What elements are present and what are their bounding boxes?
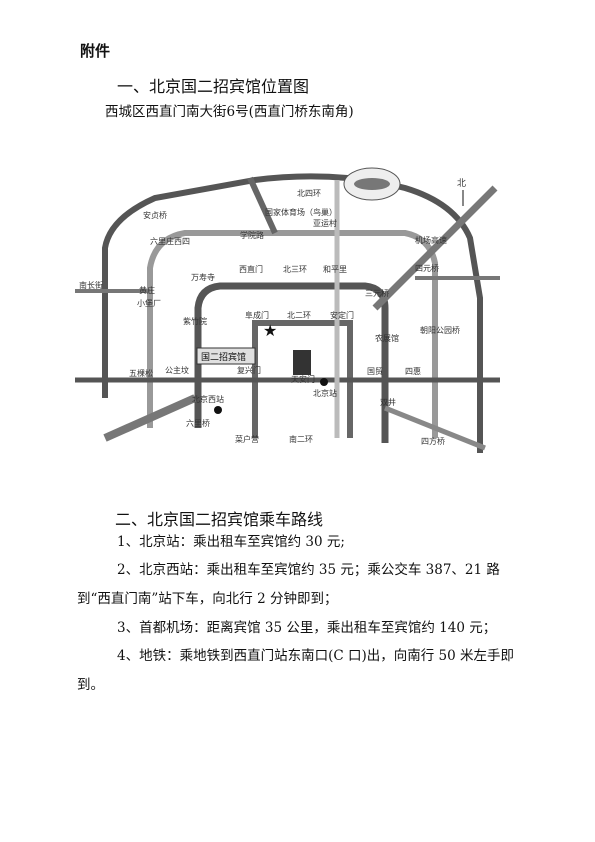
section1-title: 一、北京国二招宾馆位置图: [117, 77, 310, 96]
hotel-box: [196, 347, 256, 365]
label-sifang-bridge: 四方桥: [421, 436, 445, 446]
hotel-map-label: 国二招宾馆: [201, 351, 246, 363]
label-xizhimen: 西直门: [239, 264, 263, 274]
label-nanerhuan: 南二环: [289, 434, 313, 444]
label-nanchang: 南长街: [79, 280, 103, 290]
label-beierhuan: 北二环: [287, 311, 311, 320]
label-airport-exp: 机场高速: [415, 235, 447, 245]
label-yayuncun: 亚运村: [313, 218, 337, 228]
label-fuxingmen: 复兴门: [237, 365, 261, 375]
label-andingmen: 安定门: [330, 310, 354, 320]
attachment-label: 附件: [80, 42, 111, 60]
location-map: ★ 国二招宾馆 国家体育场（鸟巢） 北 安贞桥 北四环 学院路 亚运村 六里庄西…: [75, 167, 500, 453]
jingshi-expressway: [103, 394, 197, 442]
hotel-address: 西城区西直门南大街6号(西直门桥东南角): [105, 104, 354, 120]
label-beijing-west: 北京西站: [192, 394, 224, 404]
route-capital-airport: 3、首都机场：距离宾馆 35 公里，乘出租车至宾馆约 140 元；: [117, 620, 497, 636]
label-wanshousi: 万寿寺: [191, 272, 215, 282]
label-chaoyang-park: 朝阳公园桥: [420, 325, 460, 335]
label-xiaobei: 小堡厂: [137, 298, 161, 308]
label-liulizhuang: 六里庄西四: [150, 236, 190, 246]
label-nongzhanguan: 农展馆: [375, 333, 399, 343]
label-hepingli: 和平里: [323, 265, 347, 274]
airport-expressway: [372, 185, 498, 311]
label-sihui: 四惠: [405, 366, 421, 376]
label-beijing-station: 北京站: [313, 388, 337, 398]
badaling-expressway: [247, 176, 278, 235]
label-xueyuanlu: 学院路: [240, 230, 264, 240]
route-beijing-west: 2、北京西站：乘出租车至宾馆约 35 元；乘公交车 387、21 路到“西直门南…: [77, 562, 500, 607]
section2-title: 二、北京国二招宾馆乘车路线: [115, 510, 324, 529]
beijing-west-marker: [214, 406, 222, 414]
southeast-road: [384, 405, 486, 451]
stadium-label: 国家体育场（鸟巢）: [265, 207, 337, 217]
label-zizhuyuan: 紫竹院: [183, 316, 207, 326]
label-guomao: 国贸: [367, 366, 383, 376]
forbidden-city: [293, 350, 311, 375]
north-label: 北: [457, 178, 466, 189]
label-wukesong: 五棵松: [129, 368, 153, 378]
label-anzhenqiao: 安贞桥: [143, 210, 167, 220]
label-sanyuan-bridge: 三元桥: [365, 288, 389, 298]
label-tiananmen: 天安门: [291, 374, 315, 384]
label-huangzhuang: 黄庄: [139, 285, 155, 295]
label-beisanhuan: 北三环: [283, 265, 307, 274]
label-fuchengmen: 阜成门: [245, 310, 269, 320]
label-gongzhufen: 公主坟: [165, 365, 189, 375]
label-liulichang: 六里桥: [186, 418, 210, 428]
beijing-station-marker: [320, 378, 328, 386]
label-beitaipingzhuang: 北四环: [297, 189, 321, 198]
label-shuangjing: 双井: [380, 397, 396, 407]
label-caihuying: 菜户营: [235, 434, 259, 444]
hotel-star-icon: ★: [263, 321, 277, 340]
label-sihuan-bridge: 四元桥: [415, 263, 439, 273]
route-subway: 4、地铁：乘地铁到西直门站东南口(C 口)出，向南行 50 米左手即到。: [77, 648, 515, 693]
fourth-ring-road: [102, 173, 483, 453]
stadium-icon: [354, 178, 390, 190]
route-beijing-station: 1、北京站：乘出租车至宾馆约 30 元;: [117, 534, 345, 550]
